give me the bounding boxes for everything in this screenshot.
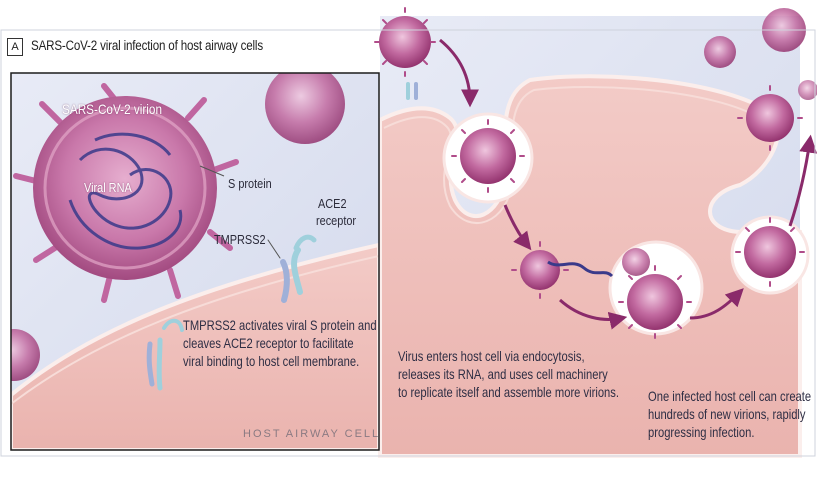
ace2-label-line1: ACE2 (318, 196, 347, 211)
virion-label: SARS-CoV-2 virion (62, 101, 162, 117)
entry-caption: Virus enters host cell via endocytosis, … (398, 347, 619, 401)
inset-caption: TMPRSS2 activates viral S protein and cl… (183, 316, 377, 370)
viral-rna-label: Viral RNA (84, 180, 132, 195)
secondary-virion (265, 64, 345, 144)
virion-in-vesicle-2 (627, 274, 683, 330)
spread-caption: One infected host cell can create hundre… (648, 387, 811, 441)
s-protein-label: S protein (228, 176, 272, 191)
tmprss2-label: TMPRSS2 (214, 232, 266, 247)
ace2-label-line2: receptor (316, 213, 356, 228)
panel-letter: A (7, 38, 23, 56)
inset-panel (0, 64, 379, 450)
virion-in-vesicle-1 (460, 128, 516, 184)
virion-entering (379, 16, 431, 68)
host-cell-label: HOST AIRWAY CELL (243, 428, 380, 440)
virion-uncoating (520, 250, 560, 290)
virion-budding (744, 226, 796, 278)
panel-title: SARS-CoV-2 viral infection of host airwa… (31, 38, 263, 53)
